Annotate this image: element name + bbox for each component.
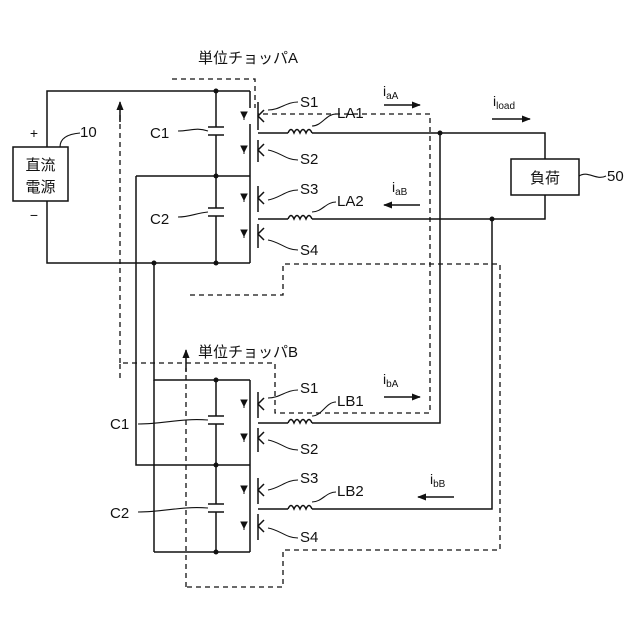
switch-a-s2 xyxy=(241,140,264,162)
capacitor-a-c2 xyxy=(208,208,224,216)
switch-b-s1 xyxy=(241,392,264,418)
switch-b-s3 xyxy=(241,478,264,504)
load-ref-number: 50 xyxy=(607,168,624,185)
source-label-line1: 直流 xyxy=(25,157,55,174)
source-ref-number: 10 xyxy=(80,124,97,141)
chopper-a-title: 単位チョッパA xyxy=(198,50,298,67)
switch-b-s3-leader xyxy=(268,480,298,490)
switch-b-s1-label: S1 xyxy=(300,380,318,397)
wire-positive-rail xyxy=(47,91,250,147)
inductor-a-la2 xyxy=(288,216,312,220)
load-block: 負荷 xyxy=(511,159,579,195)
chopper-a-boundary-bottom xyxy=(186,264,500,587)
capacitor-b-c1-leader xyxy=(138,420,208,424)
capacitor-b-c2-leader xyxy=(138,508,208,512)
switch-a-s3-leader xyxy=(268,190,298,200)
node-out-top xyxy=(438,131,443,136)
node-a-bottom xyxy=(214,261,219,266)
dc-power-source: 直流 電源 xyxy=(13,147,68,201)
capacitor-a-c1-label: C1 xyxy=(150,125,169,142)
inductor-a-la2-label: LA2 xyxy=(337,193,364,210)
switch-b-s2-leader xyxy=(268,440,298,450)
switch-b-s1-leader xyxy=(268,390,298,398)
capacitor-b-c2 xyxy=(208,504,224,512)
node-a-neg-junction xyxy=(152,261,157,266)
capacitor-a-c2-leader xyxy=(178,212,208,217)
switch-a-s4 xyxy=(241,224,264,248)
switch-a-s3-label: S3 xyxy=(300,181,318,198)
inductor-b-lb2 xyxy=(288,506,312,510)
source-plus-sign: + xyxy=(30,125,38,141)
inductor-b-lb2-leader xyxy=(312,492,336,502)
switch-a-s1-label: S1 xyxy=(300,94,318,111)
load-label: 負荷 xyxy=(530,170,560,187)
node-a-mid xyxy=(214,174,219,179)
inductor-a-la2-leader xyxy=(312,202,336,212)
switch-b-s2 xyxy=(241,428,264,452)
source-ref-leader xyxy=(60,133,80,147)
wire-negative-rail xyxy=(47,201,250,263)
switch-a-s2-label: S2 xyxy=(300,151,318,168)
capacitor-b-c1-label: C1 xyxy=(110,416,129,433)
current-iaB-label: iaB xyxy=(392,179,408,198)
switch-a-s3 xyxy=(241,186,264,212)
node-out-bottom xyxy=(490,217,495,222)
source-minus-sign: − xyxy=(30,207,38,223)
switch-b-s3-label: S3 xyxy=(300,470,318,487)
switch-a-s1-leader xyxy=(268,102,298,110)
capacitor-a-c1-leader xyxy=(178,129,208,131)
node-b-bottom xyxy=(214,550,219,555)
switch-a-s1 xyxy=(241,102,264,130)
switch-b-s4-leader xyxy=(268,528,298,538)
inductor-b-lb1 xyxy=(288,420,312,424)
wire-load-bottom xyxy=(492,195,545,219)
switch-a-s4-label: S4 xyxy=(300,242,318,259)
node-a-top xyxy=(214,89,219,94)
load-ref-leader xyxy=(579,174,606,177)
current-iload-label: iload xyxy=(493,93,515,112)
inductor-b-lb2-label: LB2 xyxy=(337,483,364,500)
switch-a-s4-leader xyxy=(268,240,298,250)
inductor-a-la1 xyxy=(288,130,312,134)
switch-b-s4 xyxy=(241,514,264,540)
capacitor-b-c2-label: C2 xyxy=(110,505,129,522)
wire-b-lb1 xyxy=(258,133,440,423)
current-ibA-label: ibA xyxy=(383,371,399,390)
chopper-b-title: 単位チョッパB xyxy=(198,344,298,361)
inductor-b-lb1-label: LB1 xyxy=(337,393,364,410)
switch-a-s2-leader xyxy=(268,150,298,160)
inductor-a-la1-leader xyxy=(312,114,336,126)
capacitor-a-c1 xyxy=(208,127,224,135)
switch-b-s2-label: S2 xyxy=(300,441,318,458)
wire-b-lb2 xyxy=(258,219,492,509)
switch-b-s4-label: S4 xyxy=(300,529,318,546)
node-b-mid xyxy=(214,463,219,468)
node-b-top xyxy=(214,378,219,383)
current-iaA-label: iaA xyxy=(383,83,399,102)
capacitor-b-c1 xyxy=(208,416,224,424)
capacitor-a-c2-label: C2 xyxy=(150,211,169,228)
current-ibB-label: ibB xyxy=(430,471,446,490)
inductor-a-la1-label: LA1 xyxy=(337,105,364,122)
inductor-b-lb1-leader xyxy=(312,402,336,416)
wire-load-top xyxy=(440,133,545,159)
source-label-line2: 電源 xyxy=(25,179,55,196)
